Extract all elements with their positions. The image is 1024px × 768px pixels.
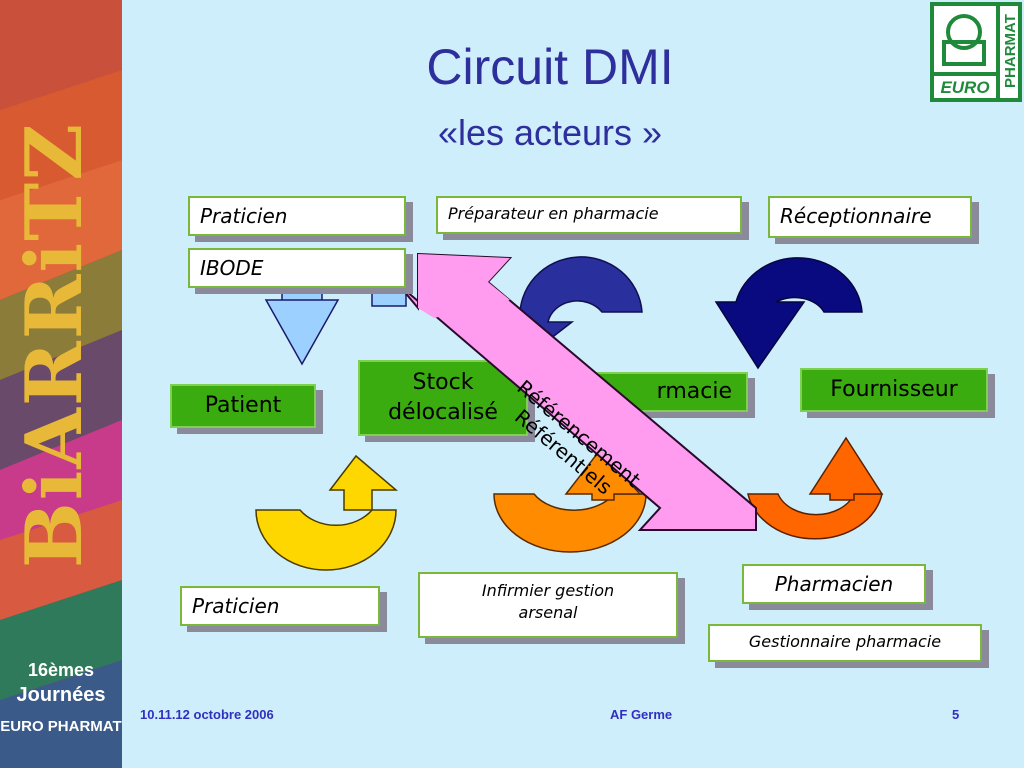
fournisseur-to-pharmacie-arrow: [714, 257, 863, 370]
node-fournisseur: Fournisseur: [800, 368, 988, 412]
node-pharmacie-label: rmacie: [656, 379, 732, 404]
node-stock-label: Stock délocalisé: [388, 370, 498, 425]
actor-pharmacien: Pharmacien: [742, 564, 926, 604]
fournisseur-to-pharmacien-arrow: [747, 436, 884, 540]
actor-preparateur: Préparateur en pharmacie: [436, 196, 742, 234]
actor-infirmier: Infirmier gestion arsenal: [418, 572, 678, 638]
actor-ibode-label: IBODE: [200, 256, 264, 280]
actor-praticien-top: Praticien: [188, 196, 406, 236]
footer-page-number: 5: [952, 707, 960, 722]
actor-ibode: IBODE: [188, 248, 406, 288]
actor-praticien-bottom: Praticien: [180, 586, 380, 626]
actor-gestionnaire-label: Gestionnaire pharmacie: [748, 632, 942, 651]
actor-pharmacien-label: Pharmacien: [774, 572, 894, 596]
node-fournisseur-label: Fournisseur: [830, 377, 958, 402]
event-banner: BiARRiTZ 16èmes Journées EURO PHARMAT: [0, 0, 122, 768]
node-patient: Patient: [170, 384, 316, 428]
actor-praticien-bottom-label: Praticien: [192, 594, 280, 618]
stock-to-patient-arrow: [255, 454, 399, 571]
actor-receptionnaire-label: Réceptionnaire: [780, 204, 932, 228]
actor-infirmier-label: Infirmier gestion arsenal: [481, 581, 615, 622]
slide-subtitle: «les acteurs »: [437, 112, 663, 153]
banner-edition: 16èmes: [27, 660, 95, 680]
footer-date: 10.11.12 octobre 2006: [140, 707, 274, 722]
node-stock-delocalise: Stock délocalisé: [358, 360, 528, 436]
actor-receptionnaire: Réceptionnaire: [768, 196, 972, 238]
slide-title: Circuit DMI: [426, 39, 674, 95]
banner-line1: Journées: [16, 684, 106, 706]
banner-line2: EURO PHARMAT: [0, 718, 122, 735]
logo-text-left: EURO: [940, 78, 990, 97]
europharmat-logo: EURO PHARMAT: [930, 2, 1022, 102]
actor-praticien-top-label: Praticien: [200, 204, 288, 228]
actor-gestionnaire: Gestionnaire pharmacie: [708, 624, 982, 662]
actor-preparateur-label: Préparateur en pharmacie: [448, 204, 659, 223]
pharmacie-to-stock-orange-arrow: [493, 448, 647, 553]
footer-author: AF Germe: [610, 707, 673, 722]
node-patient-label: Patient: [204, 393, 282, 418]
